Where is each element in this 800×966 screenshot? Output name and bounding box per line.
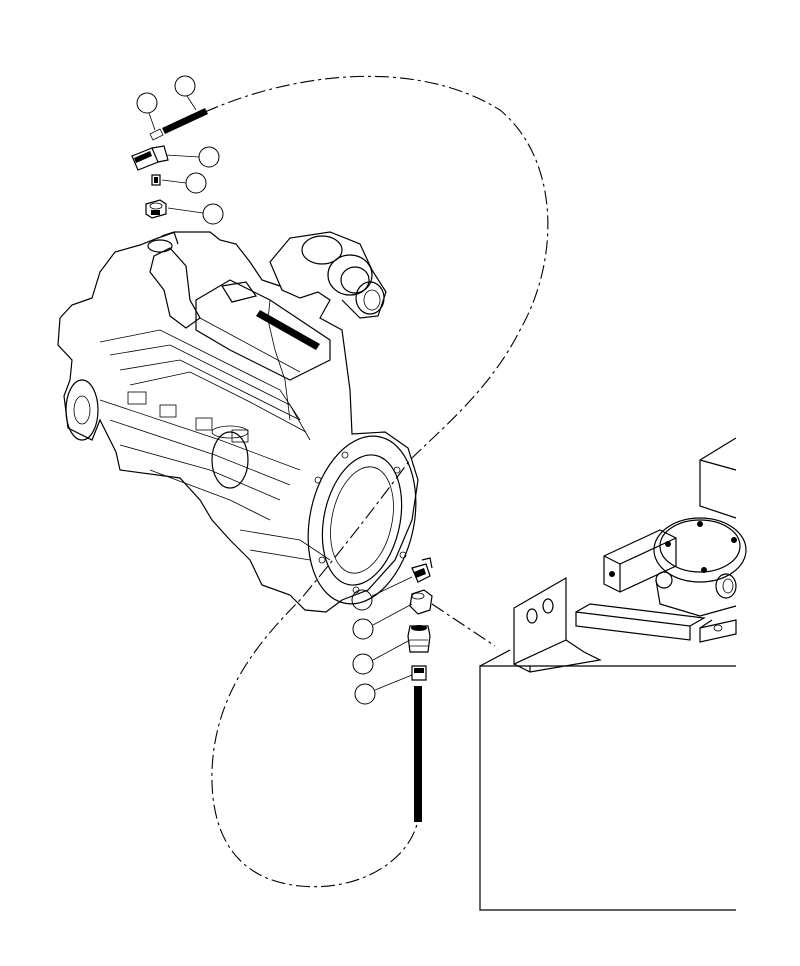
engine-assembly <box>57 231 419 613</box>
engine-block-details <box>65 379 331 561</box>
callout-bubble <box>354 683 376 705</box>
callout-bubble <box>352 653 374 675</box>
intake-elbow <box>147 231 201 329</box>
small-nipple <box>151 174 161 186</box>
hex-adapter <box>407 625 431 653</box>
threaded-rod-lower <box>414 686 422 822</box>
square-block <box>603 529 677 593</box>
callout-bubble <box>174 75 196 97</box>
adapter-fitting <box>131 145 169 171</box>
callout-bubble <box>351 589 373 611</box>
housing-box <box>699 437 737 519</box>
callout-group <box>136 75 413 705</box>
callout-bubble <box>198 146 220 168</box>
turbocharger <box>301 235 385 315</box>
valve-cover <box>195 279 331 381</box>
plug-fitting <box>145 199 167 219</box>
support-bars <box>575 603 737 643</box>
mounting-bracket <box>513 576 602 673</box>
tank-assembly <box>479 437 747 911</box>
elbow-fitting <box>409 589 433 615</box>
lower-fittings <box>407 557 433 822</box>
upper-fittings <box>131 108 208 219</box>
elbow-fitting-upper <box>411 557 433 583</box>
callout-bubble <box>202 203 224 225</box>
hose-routing-line <box>204 75 549 888</box>
flywheel-housing <box>307 435 417 605</box>
callout-bubble <box>136 92 158 114</box>
fitting-to-tank-line <box>431 603 496 647</box>
callout-bubble <box>352 618 374 640</box>
canister-head <box>653 517 747 617</box>
tank-body <box>479 665 736 911</box>
fuel-lines <box>99 299 311 441</box>
small-plug <box>411 665 427 681</box>
threaded-rod-upper <box>149 108 208 141</box>
callout-bubble <box>185 172 207 194</box>
